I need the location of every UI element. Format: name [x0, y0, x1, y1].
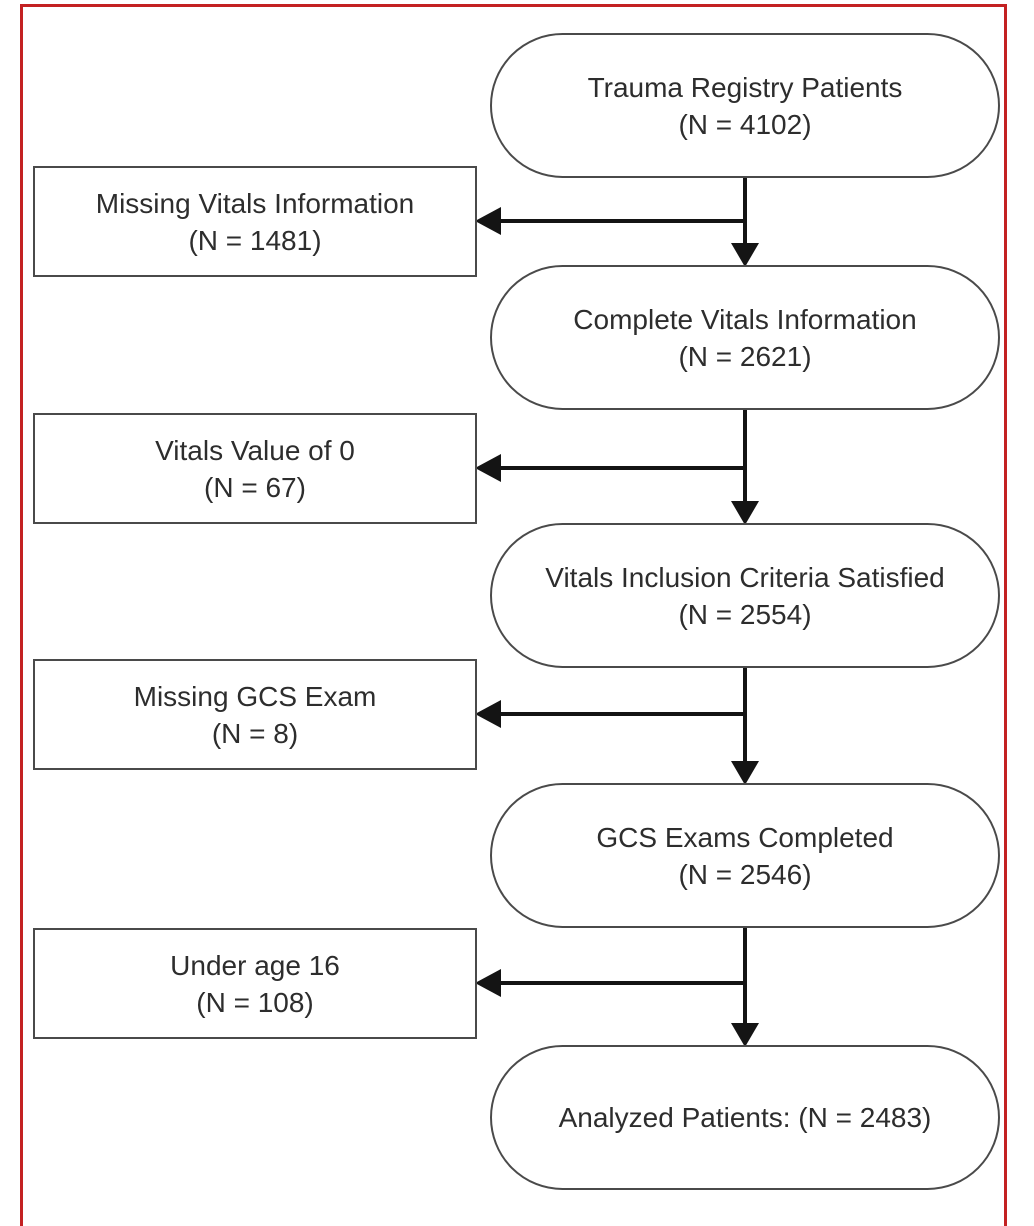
- arrow-down-icon: [731, 761, 759, 785]
- connector-exclusion-4: [498, 981, 747, 985]
- exclusion-node-label: Missing Vitals Information: [95, 187, 415, 219]
- exclusion-node-label: Vitals Value of 0: [155, 434, 355, 466]
- connector-exclusion-3: [498, 712, 747, 716]
- arrow-left-icon: [475, 969, 501, 997]
- exclusion-node-count: (N = 8): [211, 717, 299, 749]
- flow-node-label: Complete Vitals Information: [573, 303, 917, 335]
- flow-node-count: (N = 2554): [678, 598, 812, 630]
- connector-flow-2-3: [743, 408, 747, 504]
- flow-node-vitals-inclusion-criteria-satisfied: Vitals Inclusion Criteria Satisfied (N =…: [490, 523, 1000, 668]
- flow-node-gcs-exams-completed: GCS Exams Completed (N = 2546): [490, 783, 1000, 928]
- connector-exclusion-1: [498, 219, 747, 223]
- exclusion-node-label: Missing GCS Exam: [133, 680, 377, 712]
- flow-node-label: GCS Exams Completed: [596, 821, 894, 853]
- arrow-left-icon: [475, 207, 501, 235]
- exclusion-node-missing-gcs-exam: Missing GCS Exam (N = 8): [33, 659, 477, 770]
- flow-node-trauma-registry-patients: Trauma Registry Patients (N = 4102): [490, 33, 1000, 178]
- arrow-left-icon: [475, 454, 501, 482]
- arrow-down-icon: [731, 501, 759, 525]
- arrow-down-icon: [731, 1023, 759, 1047]
- exclusion-node-count: (N = 108): [196, 986, 314, 1018]
- flow-node-count: (N = 4102): [678, 108, 812, 140]
- flow-node-complete-vitals-information: Complete Vitals Information (N = 2621): [490, 265, 1000, 410]
- connector-flow-1-2: [743, 176, 747, 246]
- flow-node-count: (N = 2546): [678, 858, 812, 890]
- figure-frame: [20, 4, 1007, 1226]
- exclusion-node-count: (N = 67): [204, 471, 306, 503]
- exclusion-node-label: Under age 16: [170, 949, 340, 981]
- exclusion-node-missing-vitals-information: Missing Vitals Information (N = 1481): [33, 166, 477, 277]
- exclusion-node-count: (N = 1481): [188, 224, 322, 256]
- flow-node-count: (N = 2621): [678, 340, 812, 372]
- flow-node-label: Vitals Inclusion Criteria Satisfied: [545, 561, 945, 593]
- arrow-down-icon: [731, 243, 759, 267]
- flow-node-label: Analyzed Patients: (N = 2483): [558, 1102, 932, 1133]
- exclusion-node-vitals-value-of-0: Vitals Value of 0 (N = 67): [33, 413, 477, 524]
- exclusion-node-under-age-16: Under age 16 (N = 108): [33, 928, 477, 1039]
- flow-node-analyzed-patients: Analyzed Patients: (N = 2483): [490, 1045, 1000, 1190]
- connector-exclusion-2: [498, 466, 747, 470]
- connector-flow-4-5: [743, 926, 747, 1026]
- flow-node-label: Trauma Registry Patients: [587, 71, 903, 103]
- arrow-left-icon: [475, 700, 501, 728]
